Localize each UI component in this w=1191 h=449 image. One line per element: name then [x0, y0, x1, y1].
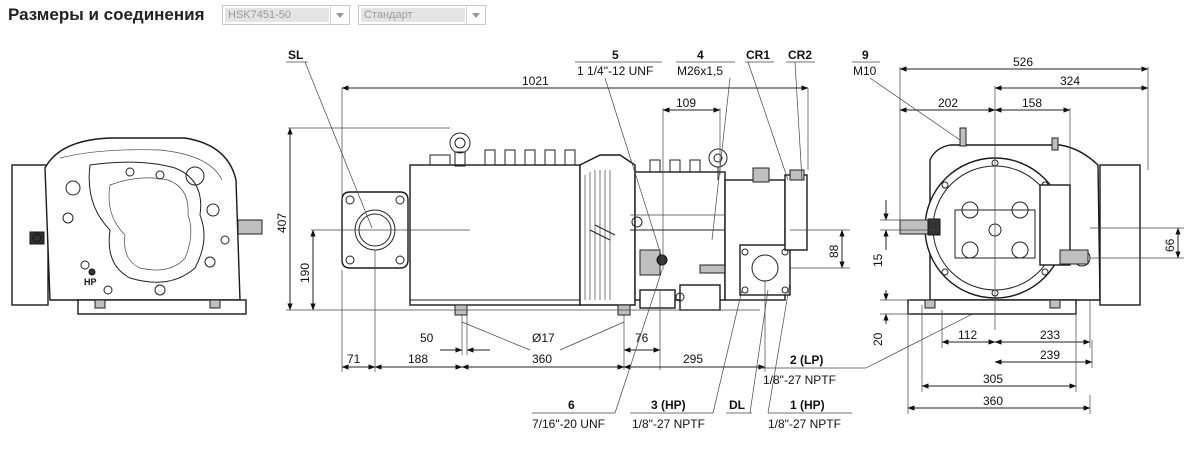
callout-3-spec: 1/8"-27 NPTF: [632, 417, 705, 431]
chevron-down-icon[interactable]: [330, 6, 349, 24]
dim-66: 66: [1163, 238, 1177, 252]
callout-cr2: CR2: [788, 48, 812, 62]
page-header: Размеры и соединения HSK7451-50 Стандарт: [0, 0, 1191, 32]
dim-295: 295: [683, 352, 703, 366]
dimension-drawing: HP: [11, 48, 1184, 431]
dim-360: 360: [532, 352, 552, 366]
rotor-casing: [579, 154, 636, 306]
callout-5-spec: 1 1/4"-12 UNF: [577, 64, 653, 78]
dim-109: 109: [676, 96, 696, 110]
suction-flange-outline: [88, 161, 205, 283]
dim-190: 190: [298, 263, 312, 283]
dim-407: 407: [275, 213, 289, 233]
callout-9-spec: M10: [853, 64, 877, 78]
dim-50: 50: [420, 331, 434, 345]
motor-housing: [409, 164, 581, 306]
cooling-fins: [484, 149, 576, 165]
dim-88: 88: [827, 244, 841, 258]
dim-324: 324: [1060, 74, 1080, 88]
dim-202: 202: [938, 96, 958, 110]
dim-76: 76: [635, 331, 649, 345]
shaft-stub: [237, 219, 263, 235]
dim-158: 158: [1022, 96, 1042, 110]
callout-2-number: 2 (LP): [790, 353, 823, 367]
side-view-base: [77, 299, 247, 315]
callout-1-spec: 1/8"-27 NPTF: [768, 417, 841, 431]
callout-9-number: 9: [862, 48, 869, 62]
callout-6-number: 6: [568, 398, 575, 412]
dim-233: 233: [1040, 328, 1060, 342]
callout-5-number: 5: [612, 48, 619, 62]
model-select-value: HSK7451-50: [225, 8, 329, 22]
callout-sl: SL: [288, 48, 303, 62]
dim-71: 71: [347, 352, 361, 366]
dim-239: 239: [1040, 348, 1060, 362]
model-select[interactable]: HSK7451-50: [222, 5, 350, 25]
callout-4-number: 4: [697, 48, 704, 62]
dim-1021: 1021: [522, 74, 549, 88]
dim-188: 188: [408, 352, 428, 366]
callout-3-number: 3 (HP): [651, 398, 686, 412]
dim-305: 305: [983, 372, 1003, 386]
callout-6-spec: 7/16"-20 UNF: [532, 417, 605, 431]
hp-port-label: HP: [84, 277, 97, 287]
capacity-regulator: [784, 174, 808, 251]
callout-4-spec: M26x1,5: [677, 64, 723, 78]
front-view: 1021 109 407 190 88 50 Ø17 76: [275, 48, 1001, 431]
variant-select-value: Стандарт: [361, 8, 465, 22]
dim-hole-diameter: Ø17: [532, 331, 555, 345]
page-title: Размеры и соединения: [8, 5, 205, 24]
callout-1-number: 1 (HP): [790, 398, 825, 412]
dim-15: 15: [871, 253, 885, 267]
dim-526: 526: [1013, 55, 1033, 69]
chevron-down-icon[interactable]: [466, 6, 485, 24]
oil-heater-port: [639, 249, 661, 276]
variant-select[interactable]: Стандарт: [358, 5, 486, 25]
dim-112: 112: [958, 328, 977, 342]
callout-2-spec: 1/8"-27 NPTF: [763, 373, 836, 387]
end-view: 9 M10 526 324 202 158 15 66 20: [852, 48, 1184, 414]
compressor-body: [634, 171, 726, 301]
callout-cr1: CR1: [746, 48, 770, 62]
lifting-eye: [449, 132, 471, 154]
end-terminal-box: [1099, 164, 1141, 306]
dim-20: 20: [871, 332, 885, 346]
callout-dl: DL: [729, 398, 745, 412]
side-view: HP: [11, 137, 263, 315]
dim-360-end: 360: [983, 394, 1003, 408]
